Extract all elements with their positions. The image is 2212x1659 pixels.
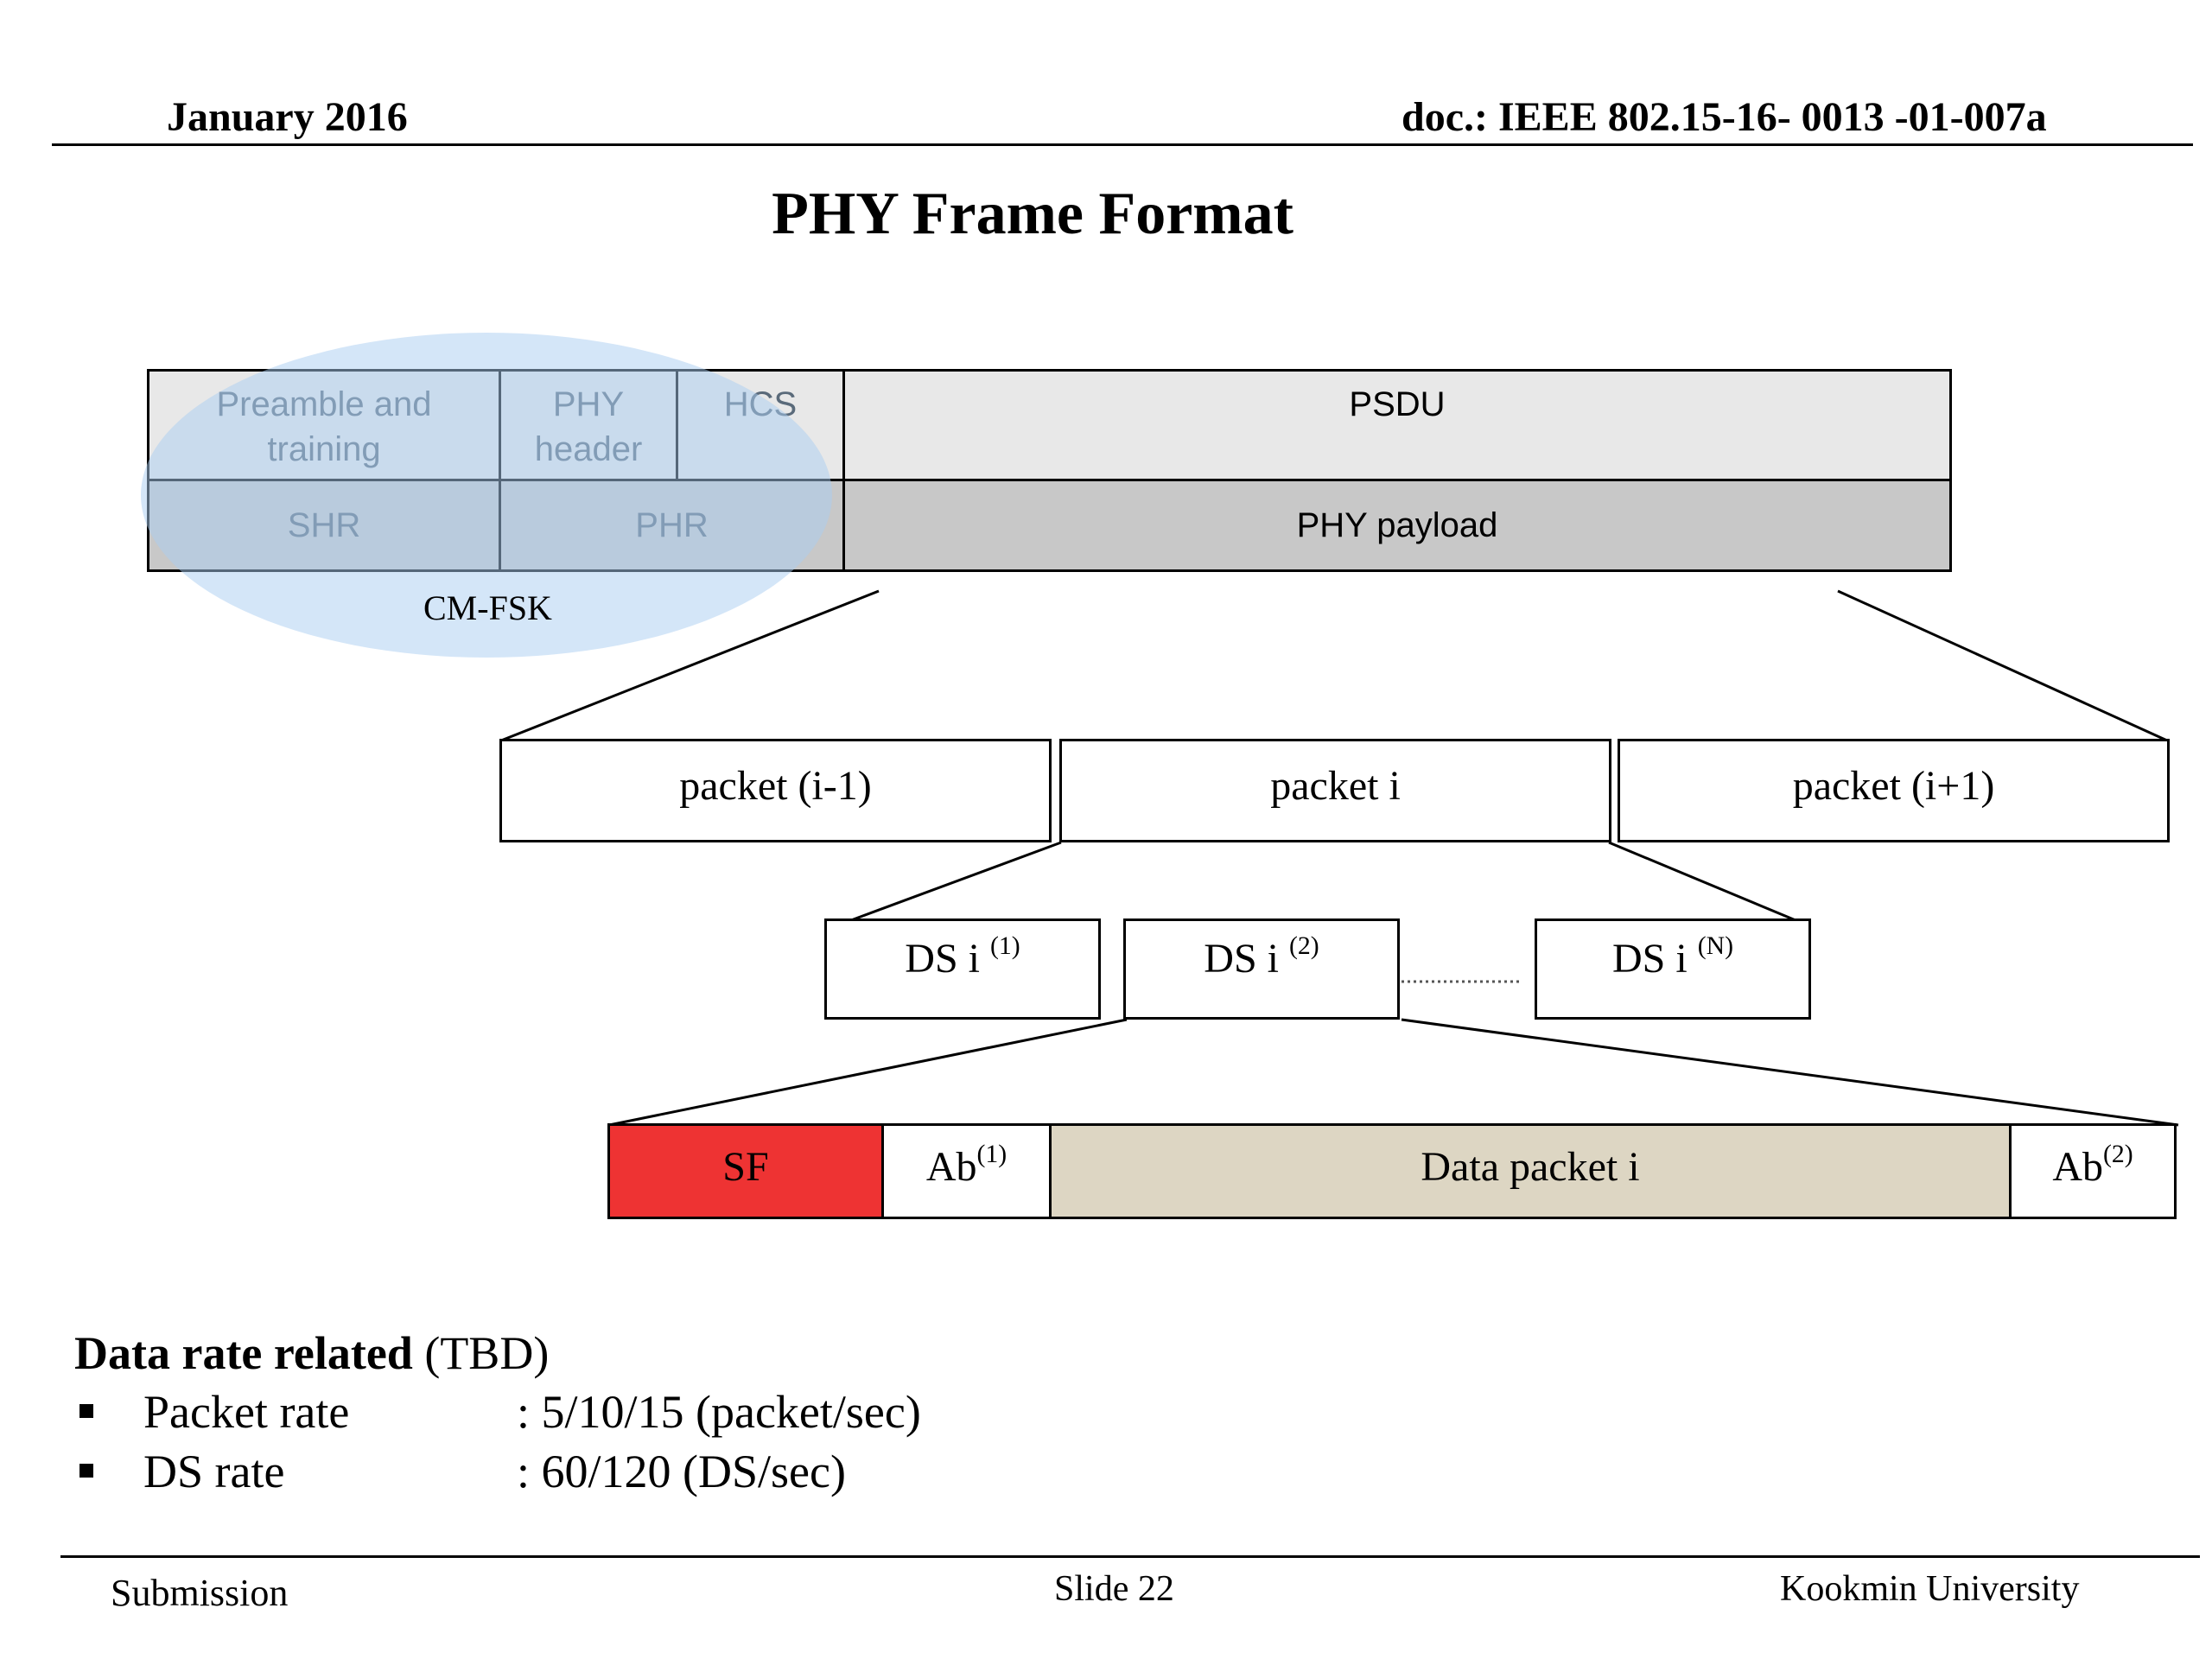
ds-block-n-sup: (N) [1697,931,1733,961]
expand-line-payload-left [500,589,880,742]
cm-fsk-highlight [141,333,832,658]
sf-label: SF [722,1144,769,1190]
expand-line-packet-left [850,841,1062,922]
ds-block-n: DS i (N) [1535,918,1811,1020]
notes-heading-bold: Data rate related [74,1327,413,1379]
ab1-sup: (1) [976,1140,1007,1169]
ds-rate-value: : 60/120 (DS/sec) [517,1446,846,1497]
packet-next-label: packet (i+1) [1792,763,1995,809]
ab2-field: Ab(2) [2009,1123,2177,1219]
header-rule [52,143,2193,146]
packet-current: packet i [1059,739,1611,842]
slide-title: PHY Frame Format [772,181,1294,247]
ab1-label: Ab [925,1144,977,1190]
packet-next: packet (i+1) [1618,739,2170,842]
ds-block-2-label: DS i [1204,936,1289,982]
header-date: January 2016 [167,94,408,140]
packet-prev-label: packet (i-1) [679,763,872,809]
bullet-icon [79,1464,93,1478]
ds-block-1-label: DS i [905,936,990,982]
notes-heading: Data rate related (TBD) [74,1326,549,1380]
footer-slide-number: Slide 22 [1054,1569,1174,1609]
packet-rate-value: : 5/10/15 (packet/sec) [517,1386,921,1438]
ab1-field: Ab(1) [881,1123,1052,1219]
ds-block-n-label: DS i [1611,936,1698,982]
ds-block-2: DS i (2) [1123,918,1400,1020]
packet-rate-label: Packet rate [143,1386,350,1438]
packet-current-label: packet i [1270,763,1401,809]
ds-block-1: DS i (1) [824,918,1101,1020]
footer-rule [60,1555,2200,1558]
sf-field: SF [607,1123,884,1219]
ds-block-1-sup: (1) [990,931,1020,961]
header-doc-id: doc.: IEEE 802.15-16- 0013 -01-007a [1402,94,2047,140]
data-packet-label: Data packet i [1421,1144,1640,1190]
cm-fsk-label: CM-FSK [423,588,552,627]
phy-payload-cell: PHY payload [842,479,1952,572]
ds-block-2-sup: (2) [1289,931,1319,961]
footer-submission: Submission [111,1572,289,1614]
packet-prev: packet (i-1) [499,739,1052,842]
psdu-label: PSDU [1349,385,1446,423]
expand-line-ds-left [608,1018,1128,1127]
ds-rate-label: DS rate [143,1446,285,1497]
ab2-label: Ab [2052,1144,2103,1190]
footer-organization: Kookmin University [1780,1569,2080,1609]
expand-line-packet-right [1608,841,1796,922]
ab2-sup: (2) [2102,1140,2133,1169]
notes-heading-tbd: (TBD) [412,1327,550,1379]
phy-payload-label: PHY payload [1296,505,1498,544]
expand-line-payload-right [1837,589,2168,742]
expand-line-ds-right [1401,1018,2179,1127]
bullet-icon [79,1404,93,1418]
data-packet-field: Data packet i [1049,1123,2012,1219]
